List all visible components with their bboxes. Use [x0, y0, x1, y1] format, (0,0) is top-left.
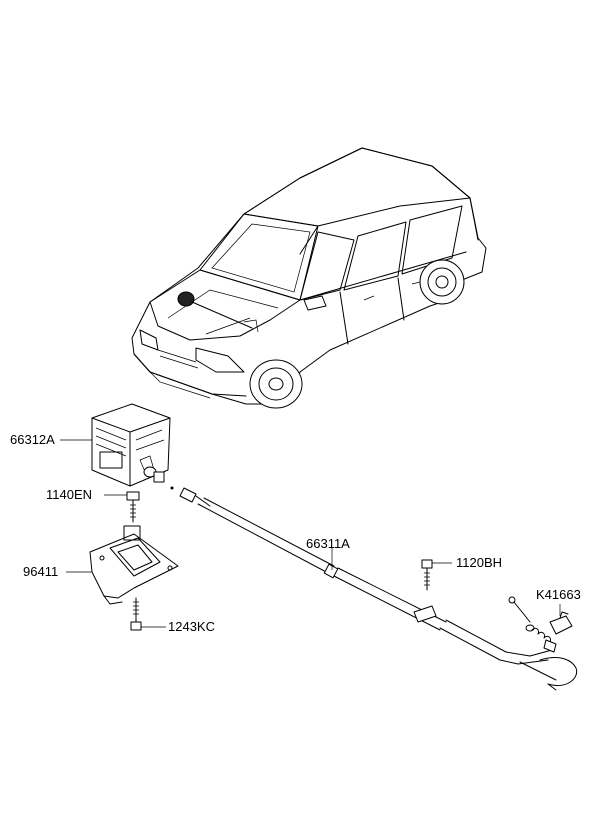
part-label-66312a: 66312A [10, 432, 55, 447]
part-label-k41663: K41663 [536, 587, 581, 602]
minivan-illustration [131, 147, 487, 409]
bracket-96411 [89, 525, 179, 605]
cruise-cable [170, 486, 578, 691]
part-label-1243kc: 1243KC [168, 619, 215, 634]
cable-end-k41663 [508, 596, 573, 653]
bolt-1243kc [130, 597, 142, 631]
bolt-1140en [126, 491, 140, 523]
part-label-96411: 96411 [23, 564, 59, 579]
part-label-1120bh: 1120BH [456, 555, 503, 570]
bolt-1120bh [421, 559, 433, 591]
leader-lines [60, 439, 561, 628]
actuator-assembly [91, 403, 171, 487]
part-label-1140en: 1140EN [46, 487, 93, 502]
part-label-66311a: 66311A [306, 536, 350, 551]
